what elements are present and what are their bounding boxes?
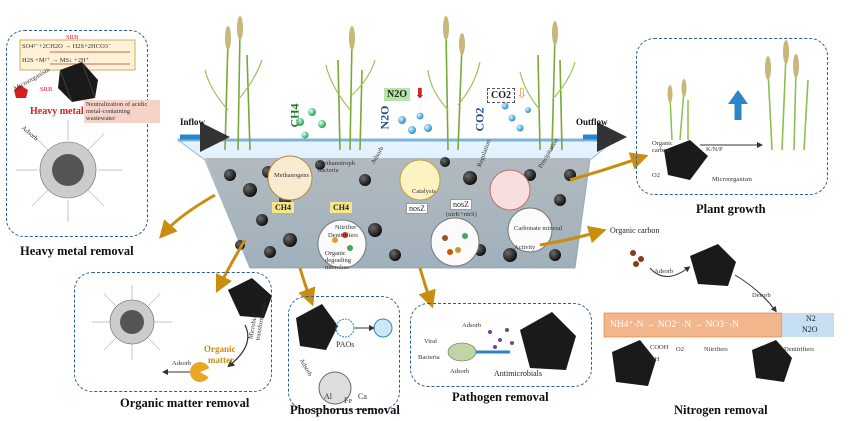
- nitrogen-oh: OH: [650, 356, 660, 363]
- n2o-down-arrow: ⬇: [414, 87, 426, 102]
- organic-label: Organic: [204, 344, 236, 354]
- organic-matter-title: Organic matter removal: [120, 396, 250, 410]
- outflow-label: Outflow: [576, 117, 608, 127]
- nitrifier-label: Nitrifier: [335, 224, 357, 231]
- n2o-box: N2O: [384, 88, 410, 101]
- co2-box: CO2: [487, 88, 515, 103]
- pathogen-panel: [410, 303, 592, 387]
- adsorb-pathogen-bottom: Adsorb: [450, 368, 470, 375]
- adsorb-organic: Adsorb: [172, 360, 192, 367]
- activity-label: Activity: [514, 244, 536, 251]
- nitrogen-graphics: [603, 244, 834, 386]
- plant-microorganism: Microorganism: [712, 176, 752, 183]
- nitrogen-title: Nitrogen removal: [674, 403, 768, 417]
- plant-growth-panel: [636, 38, 828, 195]
- plant-knp: K/N/P: [706, 146, 723, 153]
- ch4-box-left: CH4: [272, 202, 294, 213]
- al-label: Al: [324, 392, 332, 401]
- plant-organic-carbon: Organic carbon: [652, 140, 673, 154]
- ca-label: Ca: [358, 392, 367, 401]
- co2-circle: [489, 169, 531, 211]
- pathogen-graphics: [447, 312, 576, 370]
- heavy-metal-graphics: [14, 39, 136, 222]
- nosz-box-left: nosZ: [406, 203, 428, 214]
- co2-down-arrow: ⇩: [516, 87, 528, 102]
- inflow-label: Inflow: [180, 117, 206, 127]
- co2-bubbles: [501, 102, 531, 132]
- co2-gas-label: CO2: [472, 107, 487, 132]
- nitrogen-adsorb: Adsorb: [654, 268, 674, 275]
- fe-label: Fe: [344, 396, 352, 405]
- phosphorus-graphics: [296, 304, 393, 405]
- ch4-box-right: CH4: [330, 202, 352, 213]
- plant-o2: O2: [652, 172, 660, 179]
- phosphorus-title: Phosphorus removal: [290, 403, 400, 417]
- methanogens-label: Methanogens: [274, 172, 310, 179]
- nitrogen-desorb: Desorb: [752, 292, 771, 299]
- nitrogen-n2o: N2O: [802, 325, 818, 334]
- nitrogen-chain: NH4⁺-N → NO2⁻-N → NO3⁻-N: [610, 320, 740, 330]
- antimicrobials-label: Antimicrobials: [494, 369, 542, 378]
- nitrogen-organic-carbon: Organic carbon: [610, 226, 660, 235]
- reed-plants: [224, 29, 563, 151]
- matter-label: matter: [208, 355, 234, 365]
- reed-leaves: [204, 59, 576, 111]
- carbonate-circle: [507, 207, 553, 253]
- ch4-bubbles: [296, 108, 326, 139]
- srb-label-1: SRB: [66, 34, 79, 41]
- nosz-box-right: nosZ: [450, 199, 472, 210]
- bacteria-label: Bacteria: [418, 354, 440, 361]
- nirk-label: (nirK+nirS): [446, 211, 477, 218]
- n2o-bubbles: [398, 112, 432, 134]
- pathogen-title: Pathogen removal: [452, 390, 549, 404]
- nitrogen-o2: O2: [676, 346, 684, 353]
- wetland-basin: [176, 138, 617, 269]
- catalysis-label: Catalysis: [412, 188, 436, 195]
- process-link-arrows: [159, 152, 649, 309]
- organic-matter-graphics: [92, 278, 272, 382]
- heavy-metal-equation-2: H2S +M²⁺ → MS↓ +2H⁺: [22, 57, 90, 64]
- nitrifier-circle: [317, 219, 367, 269]
- plant-growth-title: Plant growth: [696, 202, 766, 216]
- organic-circle: [430, 217, 480, 267]
- viral-label: Viral: [424, 338, 437, 345]
- denitrifiers-nitrogen-label: Denitrifiers: [784, 346, 814, 353]
- ch4-gas-label: CH4: [287, 103, 302, 128]
- methanotroph-label: Methanotroph bacteria: [318, 160, 355, 174]
- denitrifiers-label: Denitrifiers: [328, 232, 358, 239]
- heavy-metal-equation-1: SO4²⁻+2CH2O → H2S+2HCO3⁻: [22, 43, 112, 50]
- organic-degrading-label: Organic degrading microbes: [325, 250, 351, 271]
- nitrogen-n2: N2: [806, 314, 816, 323]
- organic-matter-panel: [74, 272, 272, 392]
- heavy-metal-title: Heavy metal removal: [20, 244, 134, 258]
- adsorb-pathogen-top: Adsorb: [462, 322, 482, 329]
- plant-growth-graphics: [664, 40, 809, 180]
- carbonate-label: Carbonate mineral: [514, 225, 563, 232]
- reed-seedheads: [225, 16, 558, 55]
- nitrogen-cooh: COOH: [650, 344, 669, 351]
- paos-label: PAOs: [336, 340, 355, 349]
- methanogen-circle: [267, 155, 313, 201]
- srb-label-2: SRB: [40, 86, 53, 93]
- n2o-circle: [399, 159, 441, 201]
- heavy-metal-label: Heavy metal: [30, 106, 84, 117]
- nitrifiers-label: Nitrifiers: [704, 346, 728, 353]
- phosphorus-panel: [288, 296, 400, 410]
- neutralization-label: Neutralization of acidic metal-containin…: [84, 100, 160, 123]
- n2o-gas-label: N2O: [377, 105, 392, 130]
- heavy-metal-panel: [6, 30, 148, 237]
